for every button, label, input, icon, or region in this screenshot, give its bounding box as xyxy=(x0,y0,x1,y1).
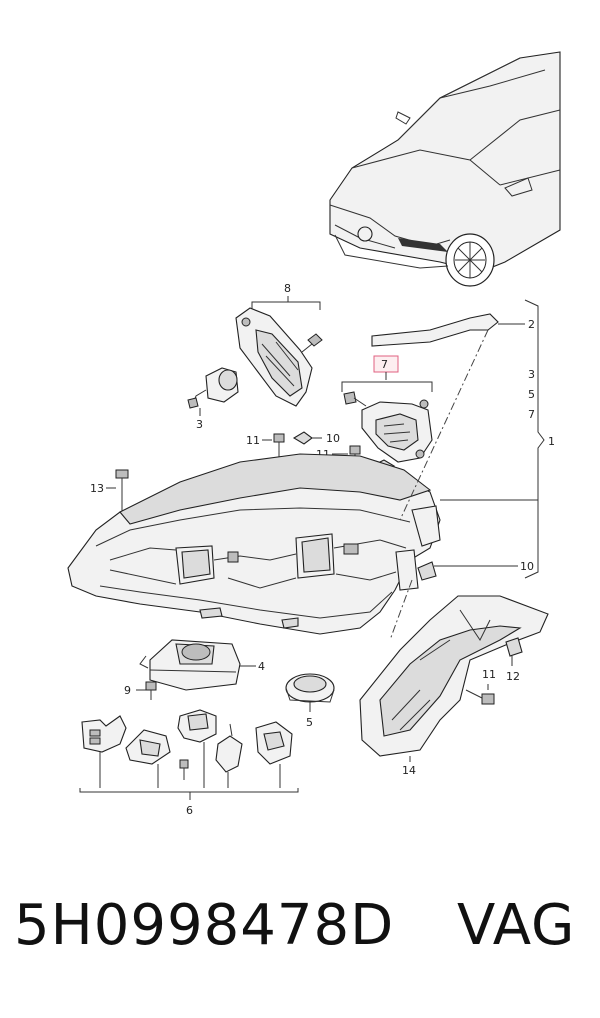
callout-11-a: 11 xyxy=(246,434,260,447)
callout-2: 2 xyxy=(528,318,535,331)
callout-7-group: 7 xyxy=(528,408,535,421)
callout-8: 8 xyxy=(284,282,291,295)
callout-14: 14 xyxy=(402,764,416,777)
clip-10-right: 10 xyxy=(417,560,534,581)
part-14-bracket: 14 xyxy=(359,595,549,777)
part-6-components: 6 xyxy=(79,709,299,817)
callout-10-a: 10 xyxy=(326,432,340,445)
callout-5: 5 xyxy=(306,716,313,729)
callout-3-group: 3 xyxy=(528,368,535,381)
callout-4: 4 xyxy=(258,660,265,673)
callout-13: 13 xyxy=(90,482,104,495)
part-11-screw-lower: 11 xyxy=(465,668,496,705)
group-bracket-1: 1 3 5 7 xyxy=(524,299,555,579)
callout-1: 1 xyxy=(548,435,555,448)
callout-10-c: 10 xyxy=(520,560,534,573)
callout-12: 12 xyxy=(506,670,520,683)
callout-6: 6 xyxy=(186,804,193,817)
part-2-seal-strip: 2 xyxy=(371,313,535,347)
car-illustration xyxy=(329,51,561,287)
headlamp-housing xyxy=(67,453,538,635)
part-13-screw: 13 xyxy=(90,469,129,512)
callout-5-group: 5 xyxy=(528,388,535,401)
part-4-control-unit: 4 xyxy=(139,639,265,691)
part-9-screw: 9 xyxy=(124,681,157,700)
brand-label: VAG xyxy=(457,893,576,958)
leader-lines xyxy=(389,329,489,641)
callout-7-highlighted: 7 xyxy=(381,358,388,371)
part-5-cap: 5 xyxy=(285,673,335,729)
part-12-nut: 12 xyxy=(505,637,523,683)
part-3-actuator: 3 xyxy=(187,367,239,431)
parts-diagram: 1 3 5 7 2 7 8 3 xyxy=(67,51,561,817)
part-7-module: 7 xyxy=(341,355,433,463)
callout-9: 9 xyxy=(124,684,131,697)
part-8-bracket: 8 xyxy=(235,282,323,407)
callout-3: 3 xyxy=(196,418,203,431)
part-number: 5H0998478D xyxy=(14,893,395,958)
callout-11-c: 11 xyxy=(482,668,496,681)
